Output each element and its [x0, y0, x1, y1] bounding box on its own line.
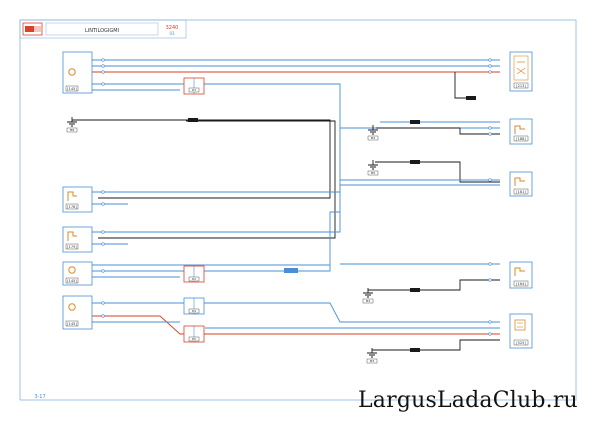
switch-icon [514, 267, 525, 276]
right-component-r4[interactable]: [164] [509, 261, 533, 289]
diagram-title: LINTILOGIGMI [85, 28, 119, 34]
module-icon [514, 319, 526, 331]
ground-icon [67, 121, 77, 127]
ground-code: M5 [371, 171, 376, 175]
ground-m4[interactable]: M4 [362, 288, 374, 304]
ground-code: M4 [366, 299, 371, 303]
ground-icon [363, 292, 373, 298]
gear-icon [68, 303, 76, 311]
connector-block [284, 268, 298, 273]
switch-icon [67, 231, 77, 241]
page-number: 3-17 [34, 394, 45, 400]
mid-connector-4[interactable]: R5 [183, 325, 205, 343]
title-block: LINTILOGIGMI 3240 03 [19, 19, 187, 39]
sensor-icon [516, 61, 526, 75]
diagram-subcode: 03 [169, 31, 175, 36]
left-component-c3[interactable]: [179] [62, 226, 93, 253]
diagram-code: 3240 [166, 25, 179, 31]
mid-connector-2[interactable]: R2 [183, 265, 205, 283]
ground-code: M2 [371, 136, 376, 140]
left-component-c1[interactable]: [145] [62, 51, 93, 94]
switch-icon [514, 177, 525, 186]
switch-icon [67, 191, 77, 201]
mid-connector-3[interactable]: R4 [183, 297, 205, 315]
right-component-r5[interactable]: [525] [509, 313, 533, 349]
site-watermark: LargusLadaClub.ru [358, 388, 578, 413]
diagram-frame [19, 19, 577, 401]
left-component-c4[interactable]: [145] [62, 261, 93, 286]
connector-code: R4 [192, 309, 196, 313]
component-code: [181] [516, 190, 526, 194]
ground-m5[interactable]: M5 [367, 160, 379, 176]
component-code: [188] [516, 137, 526, 141]
component-code: [179] [67, 245, 77, 249]
mid-connector-1[interactable]: R3 [183, 77, 205, 95]
gear-icon [68, 68, 76, 76]
ground-icon [368, 164, 378, 170]
splices [188, 96, 476, 352]
connector-code: R3 [192, 88, 196, 92]
right-component-r3[interactable]: [181] [509, 171, 533, 197]
left-component-c5[interactable]: [145] [62, 295, 93, 330]
right-component-r1[interactable]: [213] [509, 51, 533, 92]
gear-icon [68, 266, 76, 274]
ground-code: M8 [70, 128, 75, 132]
component-code: [525] [516, 341, 526, 345]
component-code: [145] [67, 322, 77, 326]
ground-code: M3 [370, 359, 375, 363]
ground-m3[interactable]: M3 [366, 348, 378, 364]
connector-code: R5 [192, 337, 196, 341]
wires [72, 59, 500, 351]
brand-logo-icon [25, 26, 34, 32]
component-code: [164] [516, 282, 526, 286]
wire-pins [101, 58, 492, 336]
connector-code: R2 [192, 277, 196, 281]
left-component-c2[interactable]: [178] [62, 186, 93, 213]
ground-icon [368, 129, 378, 135]
component-code: [213] [516, 84, 526, 88]
switch-icon [514, 125, 525, 134]
right-component-r2[interactable]: [188] [509, 118, 533, 145]
component-code: [145] [67, 87, 77, 91]
ground-m2[interactable]: M2 [367, 125, 379, 141]
component-code: [178] [67, 205, 77, 209]
ground-icon [367, 352, 377, 358]
ground-m8[interactable]: M8 [66, 117, 78, 133]
component-code: [145] [67, 279, 77, 283]
